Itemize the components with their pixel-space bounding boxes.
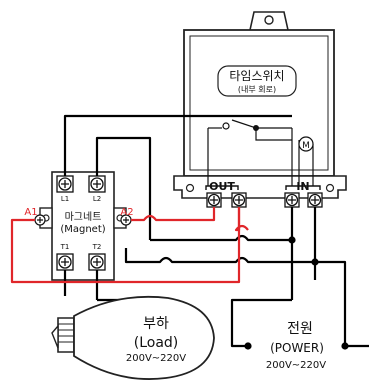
load-voltage: 200V~220V [126,353,186,364]
junction-dot [341,342,349,350]
timer-terminal-in-2 [307,192,323,208]
internal-circuit [207,119,314,186]
wire-out2-to-a1 [10,207,241,284]
contactor-terminal-l1 [56,175,74,193]
label-a1: A1 [24,207,37,218]
timer-terminal-in-1 [284,192,300,208]
timer-terminal-out-2 [231,192,247,208]
timer-body [183,29,335,177]
power-label-en: (POWER) [270,341,324,355]
timer-switch: 타임스위치 (내부 회로) M OUT IN [173,11,347,208]
bulb-base [57,317,75,353]
load-bulb: 부하 (Load) 200V~220V [51,295,215,380]
switch-pivot-icon [253,125,259,131]
contactor-name-en: (Magnet) [60,224,105,235]
load-label: 부하 [143,316,169,332]
mounting-hole-icon [264,15,274,25]
motor-icon [298,136,314,152]
timer-title: 타임스위치 [229,69,284,83]
coil-wiring [10,207,249,284]
label-t1: T1 [60,243,70,251]
main-wiring [63,114,369,348]
label-l2: L2 [93,195,101,203]
screw-hole-left-icon [185,183,195,193]
junction-dot [311,258,319,266]
timer-subtitle: (내부 회로) [238,85,276,94]
out-label: OUT [209,180,235,193]
wire-in2-bus [124,248,347,286]
in-label: IN [296,180,309,193]
magnetic-contactor: 마그네트 (Magnet) L1 L2 T1 T2 [24,171,134,281]
power-voltage: 200V~220V [266,360,326,371]
junction-dot [244,342,252,350]
switch-contact-icon [222,122,230,130]
wire-power-right [343,286,369,348]
timer-terminal-out-1 [206,192,222,208]
junction-dot [288,236,296,244]
power-label: 전원 [287,321,313,337]
in-bracket [285,185,321,190]
wire-a2-to-out1 [131,207,216,222]
contactor-terminal-t2 [88,253,106,271]
wire-l2-feed [95,136,152,240]
motor-symbol: M [302,141,310,151]
contactor-terminal-a2 [120,214,132,226]
wire-l2-to-in1 [150,234,292,242]
power-source: 전원 (POWER) 200V~220V [266,321,326,371]
contactor-terminal-l2 [88,175,106,193]
wire-l1-feed [63,114,292,176]
timer-inner-frame [189,35,329,171]
label-t2: T2 [92,243,102,251]
bulb-glass [73,295,215,380]
contactor-terminal-t1 [56,253,74,271]
label-a2: A2 [120,207,133,218]
wire-power-left [230,298,292,348]
title-box [217,65,297,97]
screw-hole-right-icon [325,183,335,193]
contactor-name: 마그네트 [65,211,102,223]
out-bracket [205,185,239,190]
load-label-en: (Load) [134,335,179,351]
label-l1: L1 [61,195,69,203]
